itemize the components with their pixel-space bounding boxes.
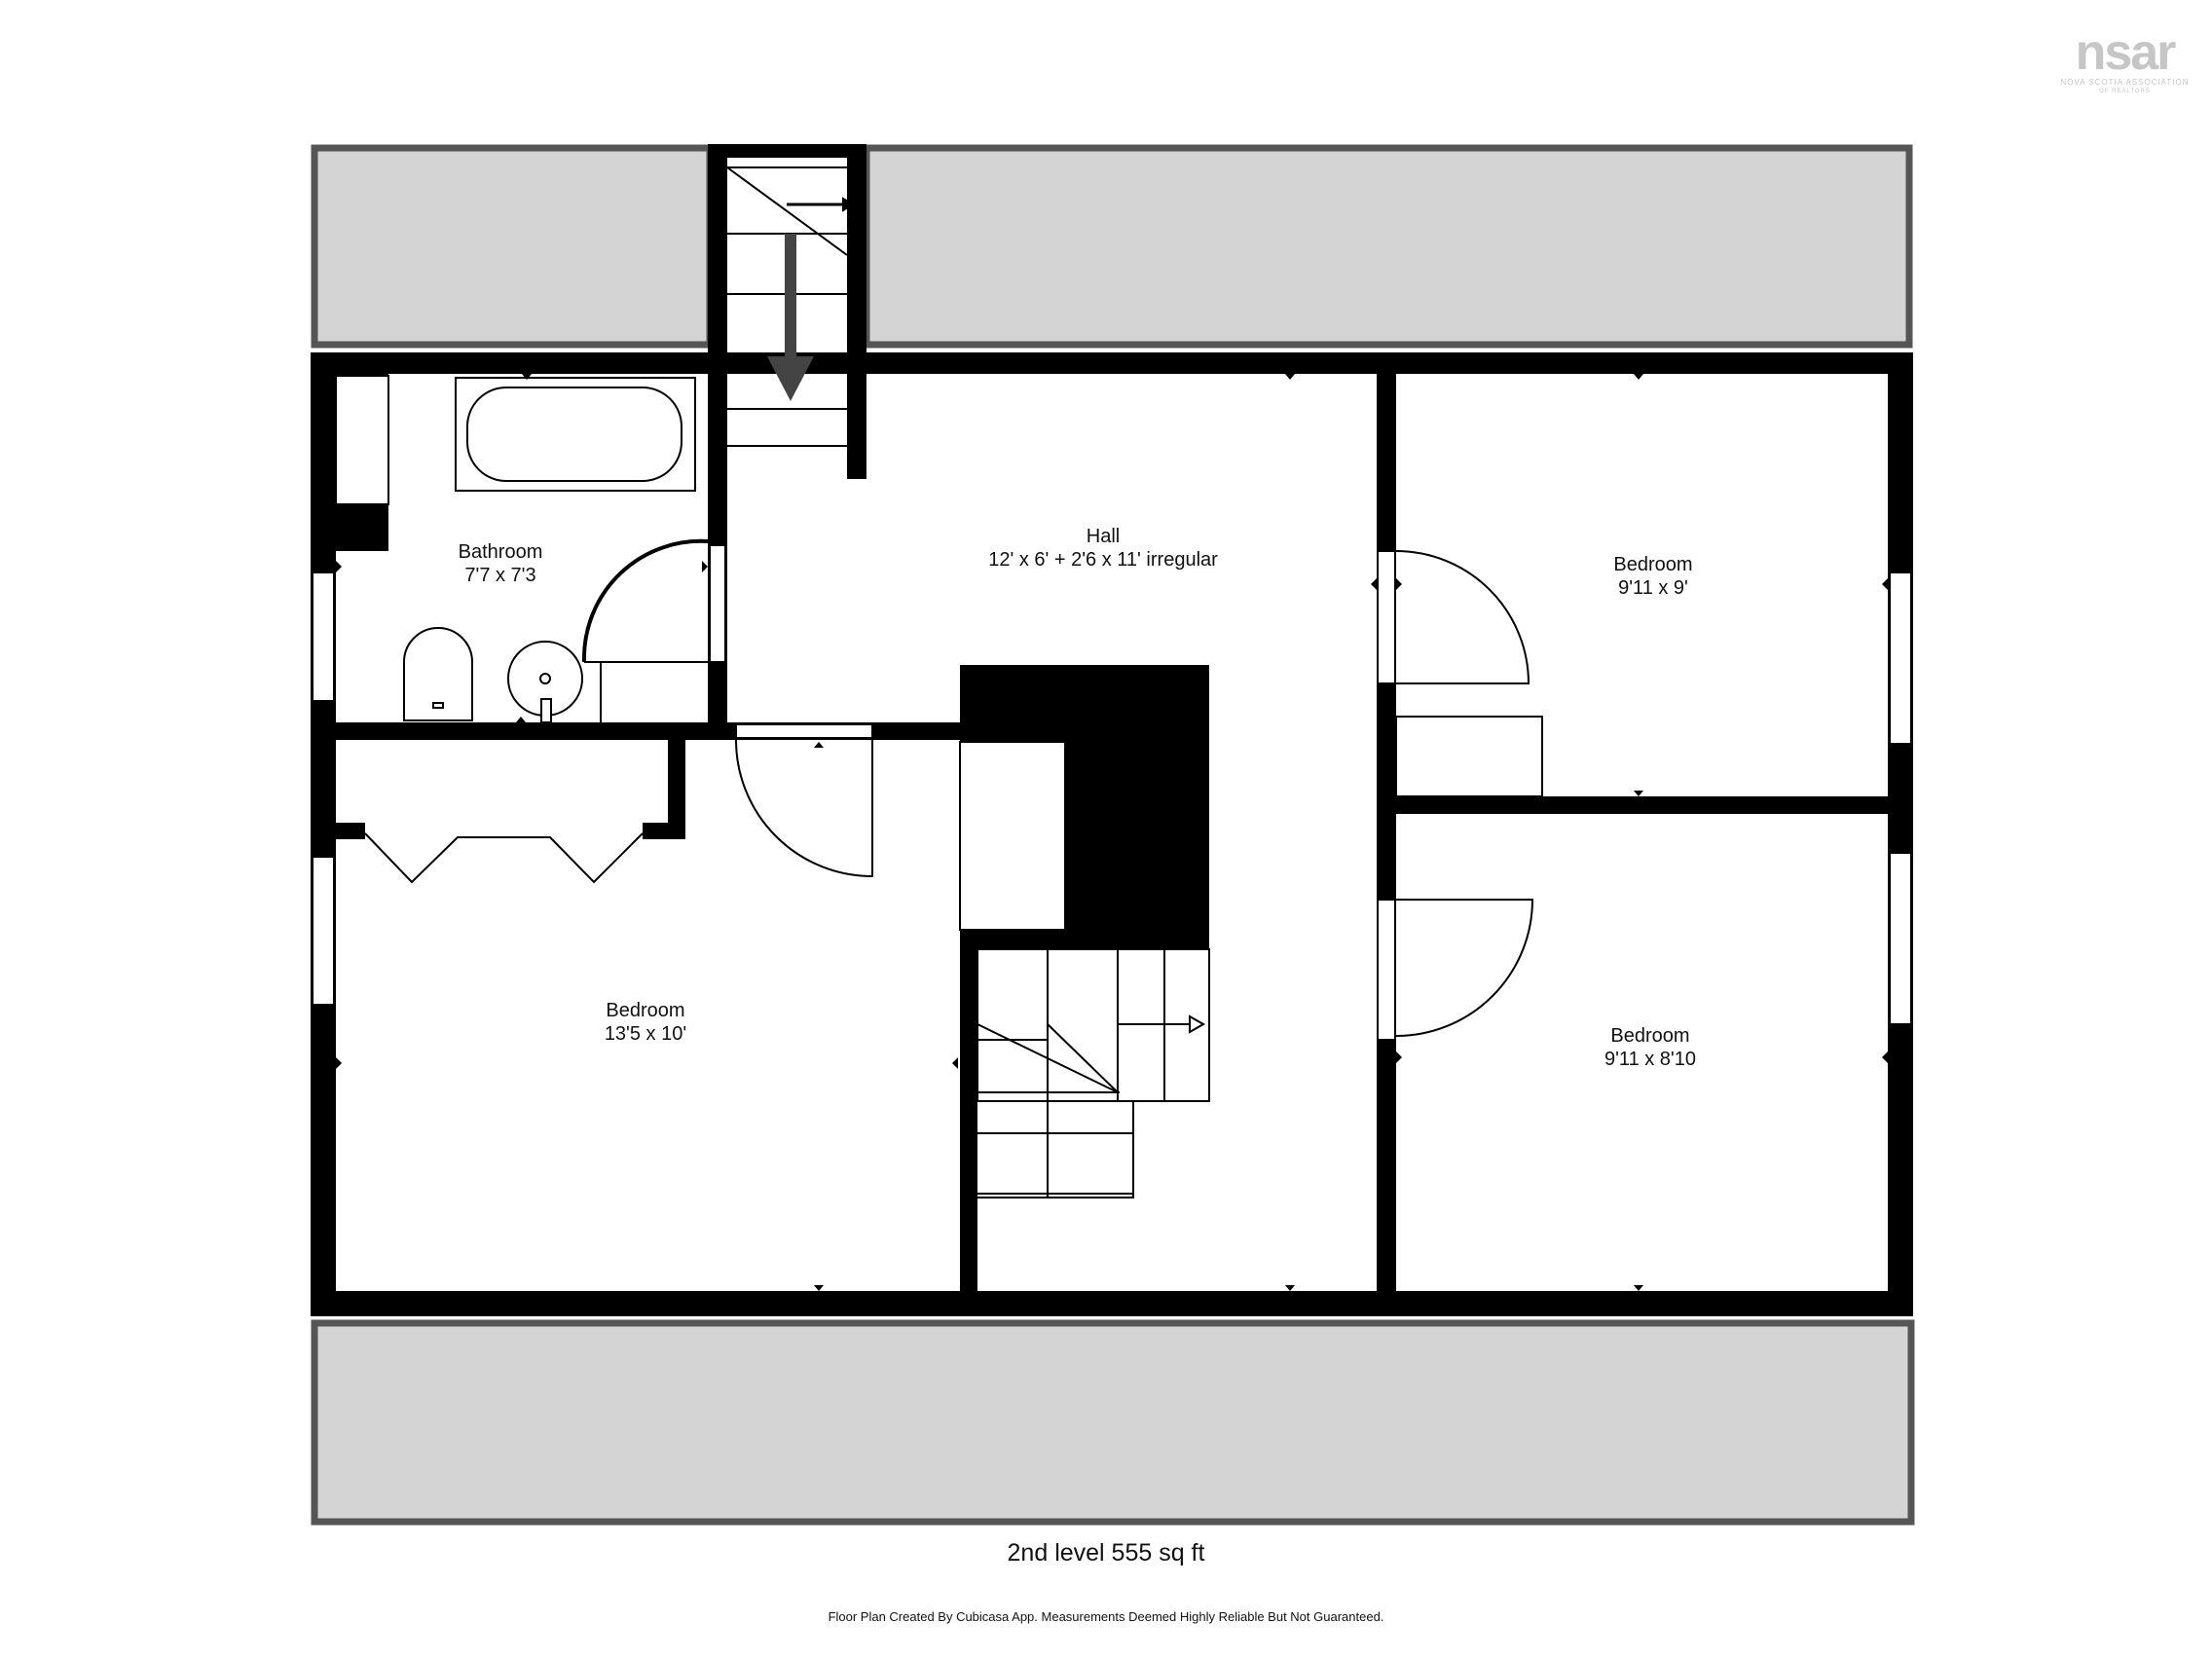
door-swing-bedroom-w (735, 739, 873, 878)
nsar-logo: nsar NOVA SCOTIA ASSOCIATION OF REALTORS (2045, 27, 2205, 95)
vanity (335, 375, 389, 505)
roof-area-top-right (863, 144, 1913, 349)
logo-subtitle-2: OF REALTORS (2099, 89, 2151, 94)
hall-label: Hall (1087, 526, 1120, 547)
closet-panel (959, 741, 1066, 931)
door-swing-bedroom-ne (1395, 550, 1530, 684)
bedroom-se-label: Bedroom (1610, 1025, 1689, 1047)
toilet (403, 627, 473, 721)
bedroom-se-dimensions: 9'11 x 8'10 (1604, 1049, 1696, 1070)
roof-area-bottom (311, 1319, 1915, 1526)
roof-areas (311, 144, 1915, 1526)
window-bathroom (312, 571, 335, 702)
level-caption: 2nd level 555 sq ft (1007, 1539, 1205, 1567)
window-bedroom-ne (1889, 571, 1912, 745)
bedroom-ne-label: Bedroom (1613, 554, 1692, 575)
bathroom-dimensions: 7'7 x 7'3 (464, 565, 535, 586)
door-swing-bathroom (581, 538, 709, 662)
window-bedroom-w (312, 856, 335, 1006)
bedroom-w-label: Bedroom (606, 1000, 684, 1021)
bathroom-label: Bathroom (459, 541, 543, 563)
door-swing-bedroom-se (1395, 899, 1534, 1037)
windows (312, 571, 1912, 1025)
hall-dimensions: 12' x 6' + 2'6 x 11' irregular (988, 549, 1218, 571)
bathroom-fixtures (335, 375, 708, 723)
logo-mark: nsar (2075, 24, 2177, 81)
room-labels: Bathroom 7'7 x 7'3 Hall 12' x 6' + 2'6 x… (459, 526, 1696, 1070)
bedroom-w-dimensions: 13'5 x 10' (605, 1023, 686, 1045)
stair-down-arrow-icon (767, 234, 814, 401)
dimension-markers (336, 374, 1888, 1291)
logo-subtitle: NOVA SCOTIA ASSOCIATION (2060, 78, 2190, 87)
walls (311, 144, 1913, 1316)
bedroom-ne-dimensions: 9'11 x 9' (1618, 577, 1688, 599)
staircase-lower (977, 948, 1210, 1198)
roof-area-top-left (311, 144, 714, 349)
window-bedroom-se (1889, 852, 1912, 1025)
doors (364, 538, 1543, 1041)
disclaimer-text: Floor Plan Created By Cubicasa App. Meas… (828, 1609, 1384, 1624)
closet-bifold-door (364, 832, 644, 884)
